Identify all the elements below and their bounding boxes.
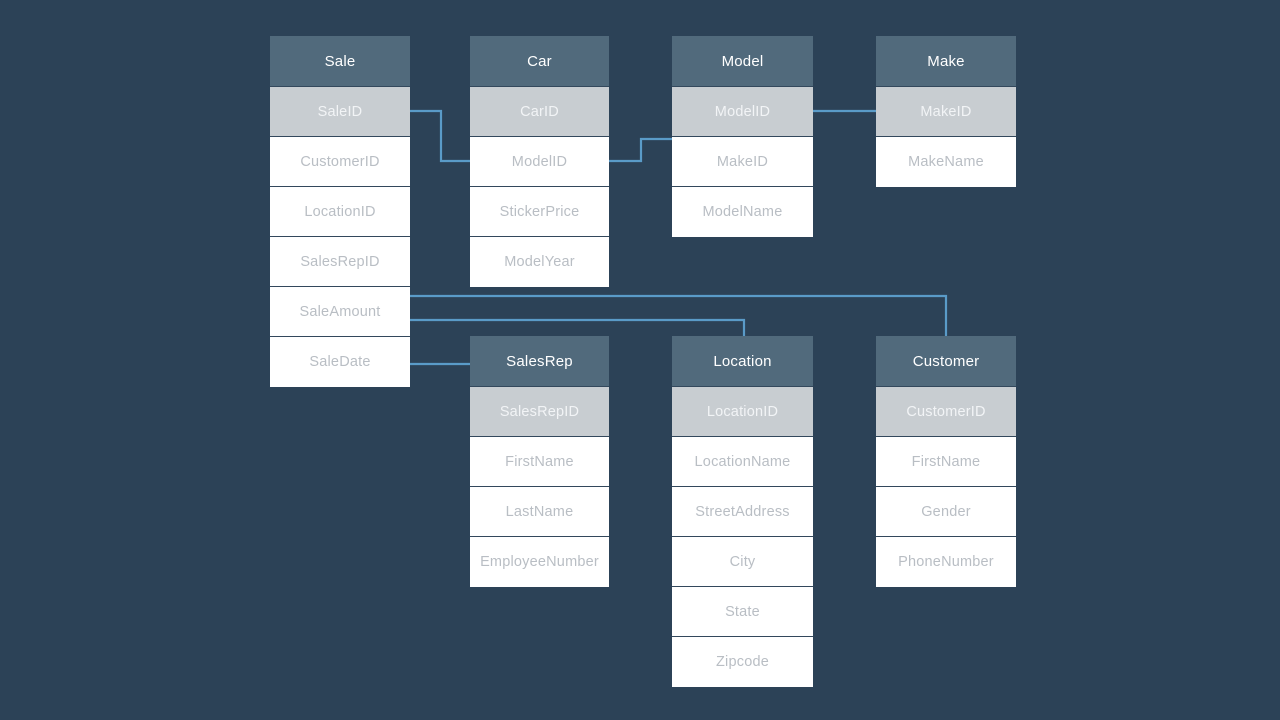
- entity-title-make: Make: [876, 36, 1016, 87]
- field-modelname[interactable]: ModelName: [672, 187, 813, 237]
- primary-key-field-salesrepid[interactable]: SalesRepID: [470, 387, 609, 437]
- field-phonenumber[interactable]: PhoneNumber: [876, 537, 1016, 587]
- field-state[interactable]: State: [672, 587, 813, 637]
- primary-key-field-customerid[interactable]: CustomerID: [876, 387, 1016, 437]
- field-modelyear[interactable]: ModelYear: [470, 237, 609, 287]
- relationship-line-4: [410, 318, 746, 336]
- field-city[interactable]: City: [672, 537, 813, 587]
- entity-title-salesrep: SalesRep: [470, 336, 609, 387]
- entity-title-location: Location: [672, 336, 813, 387]
- field-saledate[interactable]: SaleDate: [270, 337, 410, 387]
- entity-title-model: Model: [672, 36, 813, 87]
- field-zipcode[interactable]: Zipcode: [672, 637, 813, 687]
- primary-key-field-locationid[interactable]: LocationID: [672, 387, 813, 437]
- relationship-line-3: [410, 294, 948, 336]
- primary-key-field-carid[interactable]: CarID: [470, 87, 609, 137]
- field-streetaddress[interactable]: StreetAddress: [672, 487, 813, 537]
- field-employeenumber[interactable]: EmployeeNumber: [470, 537, 609, 587]
- field-locationname[interactable]: LocationName: [672, 437, 813, 487]
- field-saleamount[interactable]: SaleAmount: [270, 287, 410, 337]
- relationship-line-0: [410, 109, 470, 163]
- field-locationid[interactable]: LocationID: [270, 187, 410, 237]
- field-firstname[interactable]: FirstName: [470, 437, 609, 487]
- field-modelid[interactable]: ModelID: [470, 137, 609, 187]
- primary-key-field-makeid[interactable]: MakeID: [876, 87, 1016, 137]
- field-salesrepid[interactable]: SalesRepID: [270, 237, 410, 287]
- entity-title-car: Car: [470, 36, 609, 87]
- field-makeid[interactable]: MakeID: [672, 137, 813, 187]
- entity-title-customer: Customer: [876, 336, 1016, 387]
- entity-title-sale: Sale: [270, 36, 410, 87]
- primary-key-field-saleid[interactable]: SaleID: [270, 87, 410, 137]
- field-stickerprice[interactable]: StickerPrice: [470, 187, 609, 237]
- field-firstname[interactable]: FirstName: [876, 437, 1016, 487]
- primary-key-field-modelid[interactable]: ModelID: [672, 87, 813, 137]
- field-gender[interactable]: Gender: [876, 487, 1016, 537]
- relationship-line-1: [609, 137, 672, 163]
- field-customerid[interactable]: CustomerID: [270, 137, 410, 187]
- field-makename[interactable]: MakeName: [876, 137, 1016, 187]
- field-lastname[interactable]: LastName: [470, 487, 609, 537]
